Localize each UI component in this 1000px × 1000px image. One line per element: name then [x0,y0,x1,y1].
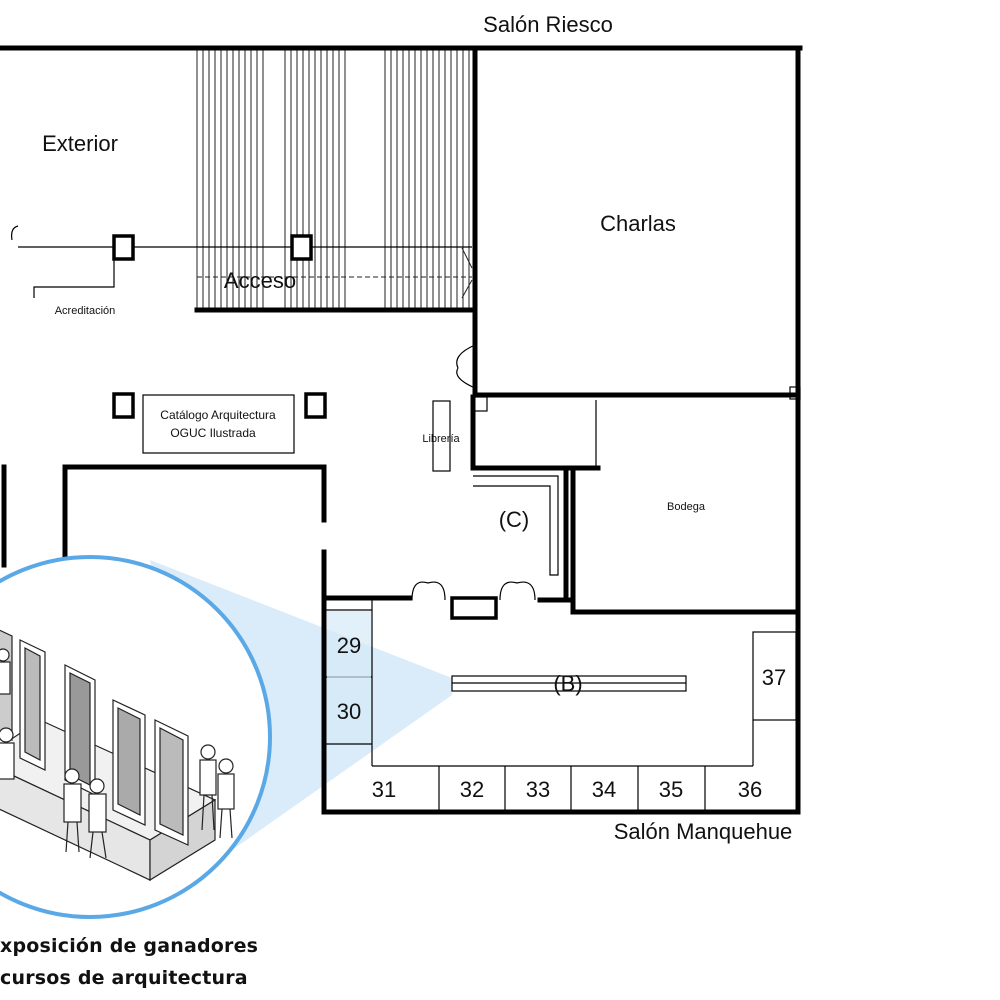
label-catalogo-2: OGUC Ilustrada [170,426,256,440]
label-catalogo-1: Catálogo Arquitectura [160,408,276,422]
exhibition-illustration [0,555,272,919]
label-acreditacion: Acreditación [55,305,116,317]
columns [112,234,498,620]
stand-31: 31 [372,777,396,802]
stand-35: 35 [659,777,683,802]
label-zone-c: (C) [499,507,530,532]
stand-30: 30 [337,699,361,724]
label-charlas: Charlas [600,211,676,236]
stand-33: 33 [526,777,550,802]
label-exterior: Exterior [42,131,118,156]
stand-37: 37 [762,665,786,690]
label-bodega: Bodega [667,501,706,513]
zoom-circle [0,555,272,919]
walls [0,45,803,815]
label-salon-manquehue: Salón Manquehue [614,819,793,844]
label-salon-riesco: Salón Riesco [483,12,613,37]
access-stair-hatching [196,50,473,310]
caption-line-2: cursos de arquitectura [0,967,248,989]
label-libreria: Librería [422,433,460,445]
stand-36: 36 [738,777,762,802]
stand-29: 29 [337,633,361,658]
illustration-caption: xposición de ganadores cursos de arquite… [0,930,258,994]
stand-32: 32 [460,777,484,802]
label-zone-b: (B) [553,671,582,696]
caption-line-1: xposición de ganadores [0,935,259,957]
label-acceso: Acceso [224,268,296,293]
thin-details [11,225,801,810]
stand-highlight [327,611,371,743]
stand-34: 34 [592,777,616,802]
